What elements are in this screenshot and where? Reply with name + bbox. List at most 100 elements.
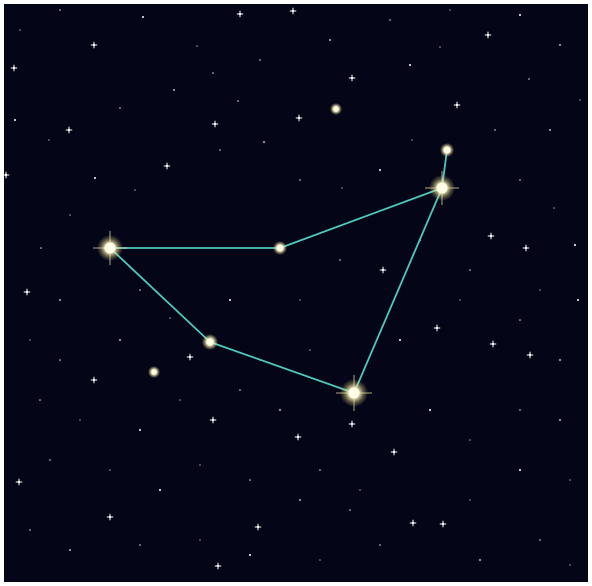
sparkle-star [237,11,243,17]
sparkle-star [187,354,193,360]
dim-star [49,459,51,461]
dim-star [259,59,261,61]
sparkle-star [107,514,113,520]
dim-star [249,479,251,481]
dim-star [449,9,451,11]
sparkle-star [434,325,440,331]
constellation-star [336,375,372,411]
dim-star [353,77,355,79]
dim-star [539,289,541,291]
sparkle-star [11,65,17,71]
night-sky [4,4,588,582]
dim-star [559,44,561,46]
dim-star [349,509,351,511]
dim-star [196,45,198,47]
dim-star [459,299,461,301]
dim-star [179,399,181,401]
constellation-line [280,188,442,248]
dim-star [399,339,401,341]
sparkle-star [490,341,496,347]
dim-star [79,419,81,421]
sparkle-star [295,434,301,440]
constellation-line [210,342,354,393]
constellation-star [273,241,287,255]
sparkle-star [290,8,296,14]
sparkle-star [440,521,446,527]
dim-star [574,244,576,246]
sparkle-star [488,233,494,239]
constellation-lines [110,150,447,393]
dim-star [299,299,301,301]
sparkle-star [527,352,533,358]
dim-star [59,299,61,301]
sparkle-star [212,121,218,127]
constellation-star [425,171,459,205]
sparkle-star [215,563,221,569]
dim-star [559,359,561,361]
dim-star [59,359,61,361]
dim-star [439,46,441,48]
dim-star [299,499,301,501]
constellation-star [440,143,454,157]
sparkle-star [523,245,529,251]
dim-star [59,9,61,11]
dim-star [577,299,579,301]
dim-star [494,129,496,131]
dim-star [559,419,561,421]
dim-star [139,429,141,431]
dim-star [411,139,413,141]
dim-star [119,107,121,109]
constellation-line [354,188,442,393]
dim-star [469,269,471,271]
dim-star [389,19,391,21]
sparkle-star [454,102,460,108]
dim-star [379,544,381,546]
dim-star [119,339,121,341]
dim-star [341,187,343,189]
dim-star [199,464,201,466]
dim-star [249,554,251,556]
dim-star [528,78,530,80]
sparkle-star [210,417,216,423]
sparkle-star [255,524,261,530]
dim-star [237,100,239,102]
dim-star [94,177,96,179]
dim-star [109,469,111,471]
star-field-canvas [4,4,588,582]
dim-star [519,469,521,471]
dim-star [212,72,214,74]
sparkle-star [24,289,30,295]
dim-star [263,141,265,143]
constellation-line [110,248,210,342]
dim-star [519,179,521,181]
dim-star [219,149,221,151]
sparkle-star [380,267,386,273]
dim-star [169,317,171,319]
dim-star [142,16,144,18]
dim-star [159,489,161,491]
bright-star [148,366,160,378]
dim-star [569,564,571,566]
dim-star [309,349,311,351]
dim-star [319,469,321,471]
sparkle-star [164,163,170,169]
dim-star [409,64,411,66]
dim-star [139,289,141,291]
dim-star [519,319,521,321]
dim-star [299,179,301,181]
dim-star [69,549,71,551]
dim-star [14,119,16,121]
sparkle-star [349,421,355,427]
sparkle-star [91,42,97,48]
dim-star [339,259,341,261]
dim-star [359,489,361,491]
dim-star [553,207,555,209]
sparkle-star [16,479,22,485]
dim-star [29,529,31,531]
dim-star [469,499,471,501]
dim-star [229,299,231,301]
sparkle-star [485,32,491,38]
dim-star [569,479,571,481]
dim-star [519,14,521,16]
background-stars [4,8,581,569]
